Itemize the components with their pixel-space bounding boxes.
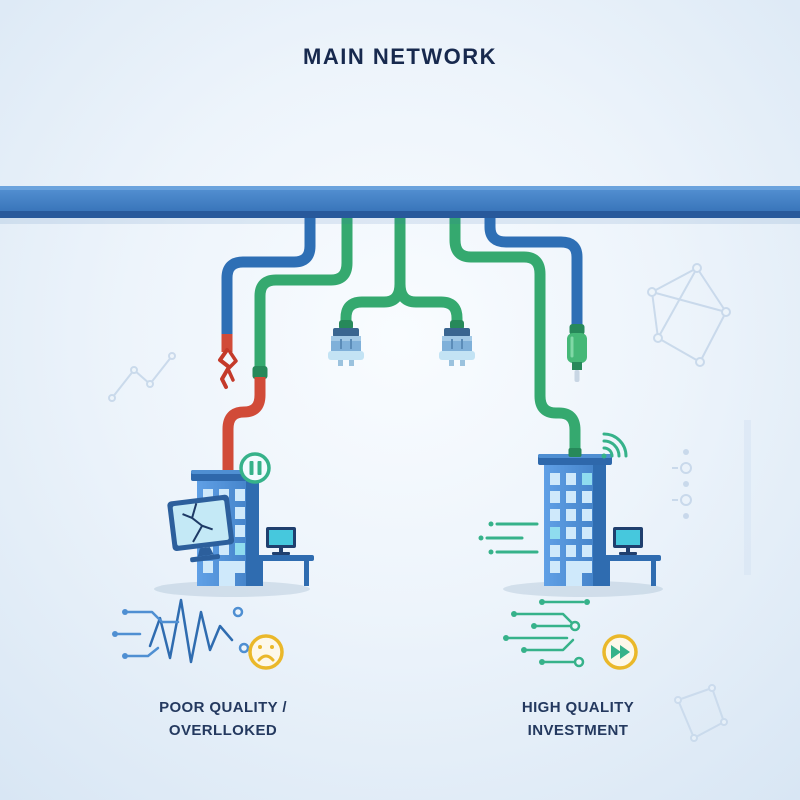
building-right-windows	[550, 473, 592, 586]
chart-doodle-left	[108, 352, 176, 402]
page-title: MAIN NETWORK	[303, 44, 497, 69]
caption-right-line2: INVESTMENT	[527, 722, 629, 740]
building-left	[154, 452, 314, 597]
caption-left-line1: POOR QUALITY /	[159, 699, 287, 716]
edge-accent-bar	[744, 420, 751, 575]
network-doodle-right	[647, 263, 731, 367]
jack-connector-icon	[567, 324, 587, 382]
background-decorations	[108, 263, 751, 742]
cracked-monitor-icon	[167, 494, 235, 563]
building-right-door	[566, 561, 582, 586]
power-plug-left-icon	[328, 320, 364, 366]
building-right	[478, 432, 663, 597]
cable-to-right-building	[449, 205, 581, 478]
frayed-cable-icon	[218, 205, 316, 389]
building-left-door	[219, 561, 235, 586]
dotted-chain-doodle	[672, 449, 692, 519]
caption-right-line1: HIGH QUALITY	[521, 699, 635, 716]
caption-left: POOR QUALITY / OVERLLOKED	[103, 696, 343, 743]
pause-icon	[239, 452, 271, 484]
backbone-bar	[0, 186, 800, 224]
cable-to-left-building	[222, 205, 353, 480]
caption-left-line2: OVERLLOKED	[168, 722, 278, 740]
workstation-desk-right	[601, 527, 661, 586]
fast-forward-icon	[602, 634, 638, 670]
network-cables	[218, 205, 587, 480]
caption-right: HIGH QUALITY INVESTMENT	[458, 696, 698, 743]
circuit-decoration-left	[112, 598, 284, 670]
sad-face-icon	[248, 634, 284, 670]
circuit-decoration-right	[503, 599, 638, 670]
cable-plug-splitter	[340, 205, 463, 326]
power-plug-right-icon	[439, 320, 475, 366]
workstation-desk-left	[254, 527, 314, 586]
wifi-icon	[601, 432, 628, 459]
speed-lines-icon	[478, 521, 539, 555]
cable-with-connector	[484, 205, 587, 382]
network-doodle-bottom-right	[674, 684, 728, 742]
